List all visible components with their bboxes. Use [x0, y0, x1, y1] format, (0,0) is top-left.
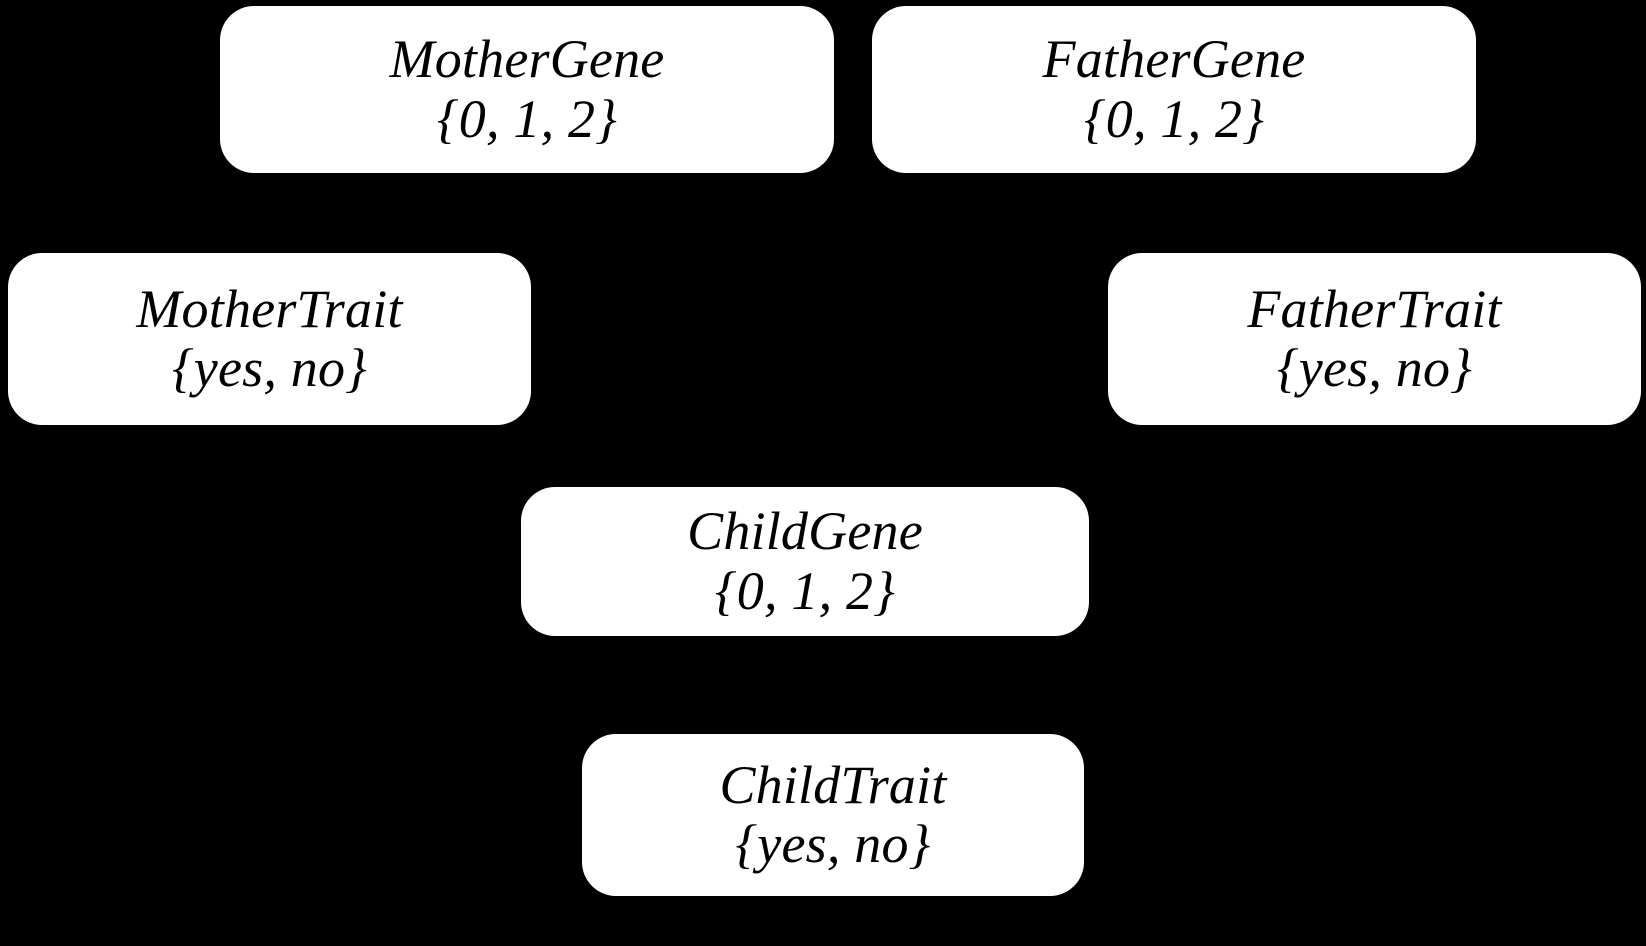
node-child-gene[interactable]: ChildGene {0, 1, 2} [521, 487, 1089, 636]
node-mother-trait-label: MotherTrait [136, 278, 403, 339]
node-child-trait-label: ChildTrait [719, 754, 947, 815]
node-child-gene-label: ChildGene [687, 501, 923, 562]
node-father-gene[interactable]: FatherGene {0, 1, 2} [872, 6, 1476, 173]
node-father-trait[interactable]: FatherTrait {yes, no} [1108, 253, 1641, 425]
node-mother-gene-label: MotherGene [389, 29, 665, 90]
node-child-trait[interactable]: ChildTrait {yes, no} [582, 734, 1084, 896]
node-mother-trait[interactable]: MotherTrait {yes, no} [8, 253, 531, 425]
node-father-gene-label: FatherGene [1042, 29, 1306, 90]
node-mother-gene-domain: {0, 1, 2} [437, 88, 617, 149]
node-mother-gene[interactable]: MotherGene {0, 1, 2} [220, 6, 834, 173]
node-child-trait-domain: {yes, no} [735, 814, 931, 874]
node-father-trait-label: FatherTrait [1247, 278, 1502, 339]
node-child-gene-domain: {0, 1, 2} [715, 560, 895, 621]
node-father-gene-domain: {0, 1, 2} [1084, 88, 1264, 149]
node-mother-trait-domain: {yes, no} [172, 338, 367, 398]
node-father-trait-domain: {yes, no} [1277, 338, 1472, 398]
